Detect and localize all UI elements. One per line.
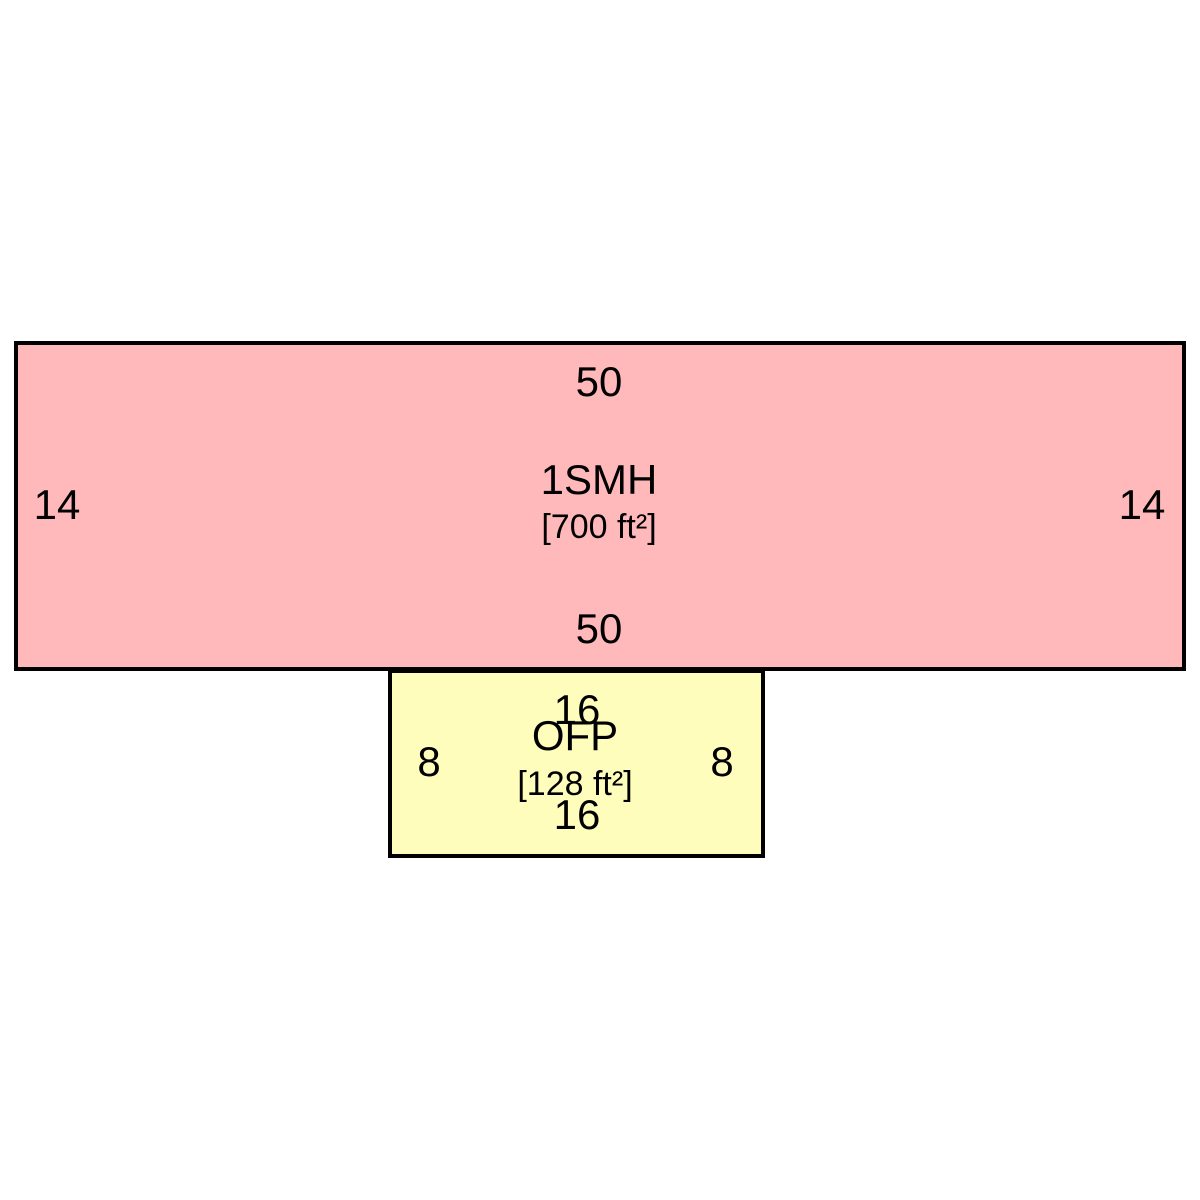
main-area-size: [700 ft²] bbox=[541, 508, 657, 546]
porch-area-size: [128 ft²] bbox=[517, 765, 633, 803]
main-top-dimension: 50 bbox=[575, 358, 623, 405]
porch-right-dimension: 8 bbox=[710, 738, 734, 785]
area-ofp bbox=[388, 669, 765, 858]
main-area-name: 1SMH bbox=[540, 456, 658, 503]
main-right-dimension: 14 bbox=[1118, 481, 1166, 528]
porch-bottom-dimension: 16 bbox=[553, 791, 601, 838]
porch-top-dimension: 16 bbox=[553, 686, 601, 733]
porch-area-name: OFP bbox=[531, 712, 619, 759]
main-bottom-dimension: 50 bbox=[575, 605, 623, 652]
area-1smh bbox=[14, 341, 1186, 671]
porch-left-dimension: 8 bbox=[417, 738, 441, 785]
main-left-dimension: 14 bbox=[33, 481, 81, 528]
